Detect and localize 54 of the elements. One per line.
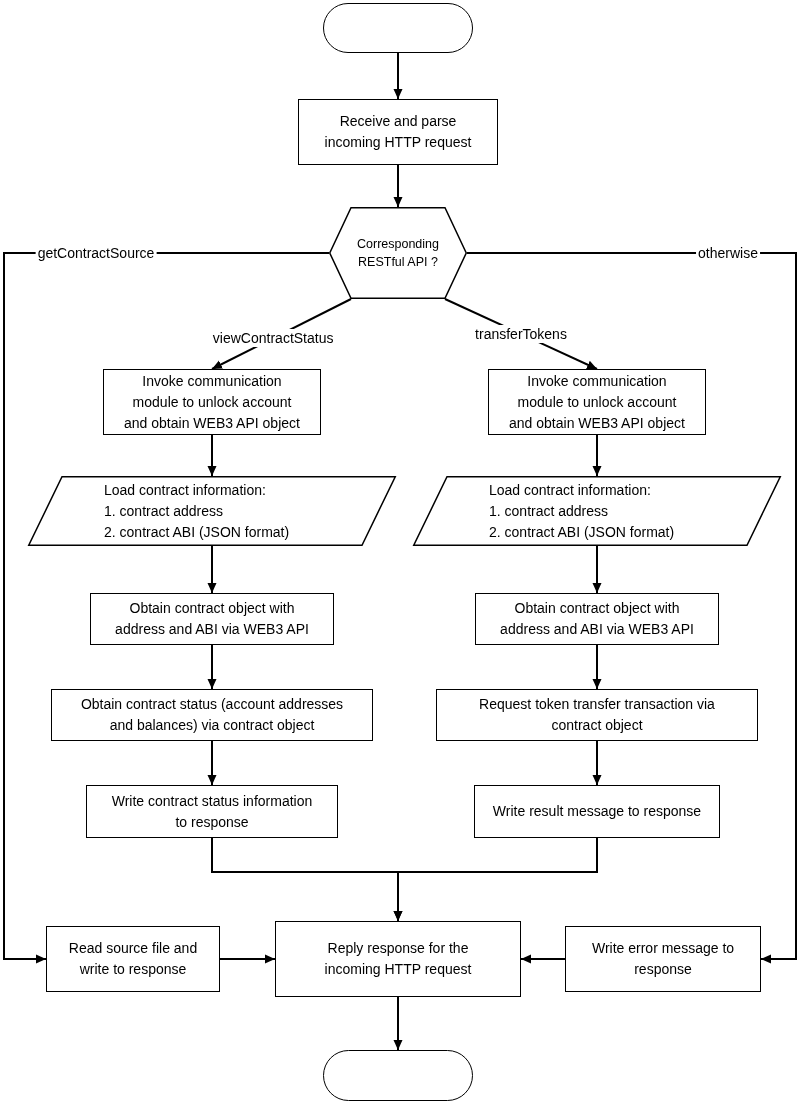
process-step <box>103 369 321 435</box>
step-text: Obtain contract object with address and ABI via WEB3 API <box>499 599 695 639</box>
arrow <box>207 740 217 786</box>
process-step <box>474 785 720 838</box>
step-text: Write result message to response <box>492 802 702 821</box>
input-text: 1. contract address <box>104 501 224 521</box>
input-text: 2. contract ABI (JSON format) <box>489 522 675 542</box>
input-text: 1. contract address <box>489 501 609 521</box>
step-text: Invoke communication module to unlock account and obtain WEB3 API object <box>123 371 301 433</box>
input-parallelogram <box>28 476 396 546</box>
arrow <box>520 954 566 964</box>
terminal-pill <box>323 1050 473 1101</box>
decision-hexagon <box>329 207 467 299</box>
arrow <box>207 434 217 477</box>
process-step <box>51 689 373 741</box>
process-step <box>86 785 338 838</box>
terminal-pill <box>323 3 473 53</box>
step-text: Request token transfer transaction via contract object <box>478 695 716 735</box>
edge-label: viewContractStatus <box>210 329 336 348</box>
arrow <box>3 252 330 964</box>
decision-text: Corresponding RESTful API ? <box>356 236 440 271</box>
process-step <box>275 921 521 997</box>
step-text: Obtain contract status (account addresses and balances) via contract object <box>79 695 345 735</box>
step-text: Reply response for the incoming HTTP request <box>323 939 473 979</box>
arrow <box>592 740 602 786</box>
step-text: Write contract status information to response <box>110 791 314 832</box>
input-text: Load contract information: <box>489 480 651 500</box>
step-text: Obtain contract object with address and ABI via WEB3 API <box>114 599 310 639</box>
arrow <box>219 954 276 964</box>
step-text: Read source file and write to response <box>67 939 199 979</box>
process-step <box>46 926 220 992</box>
process-step <box>475 593 719 645</box>
step-text: Receive and parse incoming HTTP request <box>323 112 473 152</box>
arrow <box>592 644 602 690</box>
process-step <box>90 593 334 645</box>
process-step <box>565 926 761 992</box>
process-step <box>488 369 706 435</box>
input-text: 2. contract ABI (JSON format) <box>104 522 290 542</box>
arrow <box>207 545 217 594</box>
arrow <box>393 52 403 100</box>
arrow <box>393 837 598 922</box>
input-parallelogram <box>413 476 781 546</box>
step-text: Write error message to response <box>590 939 736 979</box>
arrow <box>592 434 602 477</box>
process-step <box>436 689 758 741</box>
arrow <box>393 996 403 1051</box>
arrow <box>393 164 403 208</box>
input-text: Load contract information: <box>104 480 266 500</box>
arrow <box>207 644 217 690</box>
step-text: Invoke communication module to unlock account and obtain WEB3 API object <box>508 371 686 433</box>
arrow <box>466 252 797 964</box>
edge-label: transferTokens <box>473 325 569 343</box>
arrow <box>592 545 602 594</box>
process-step <box>298 99 498 165</box>
